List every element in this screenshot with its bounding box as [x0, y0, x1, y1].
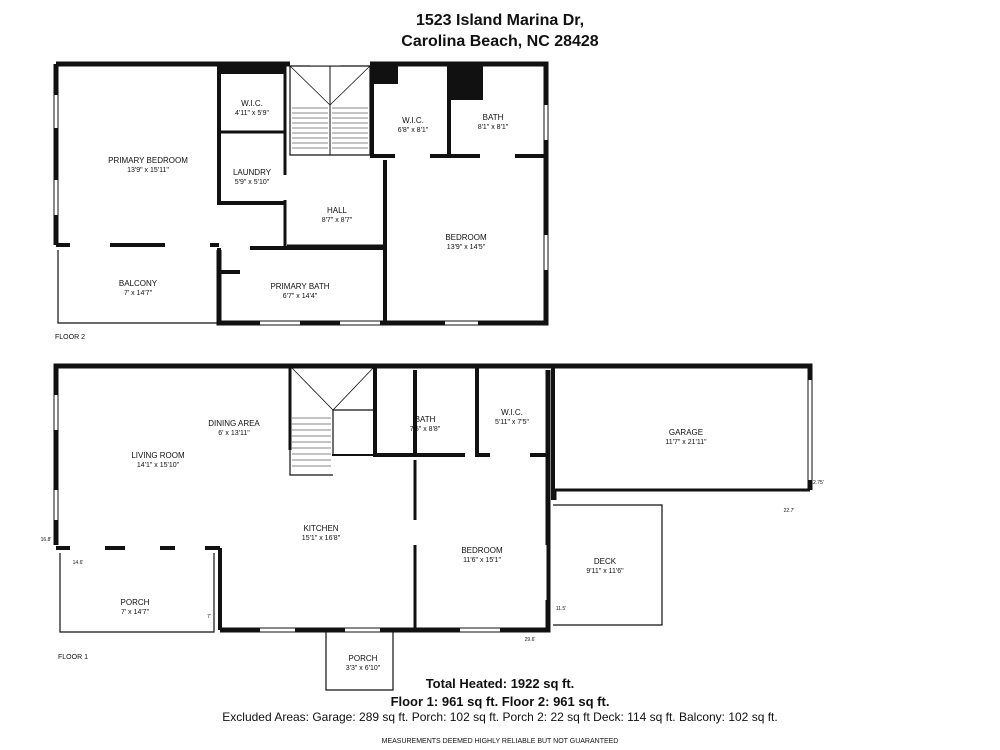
room-dims: 5'9" x 5'10": [235, 179, 270, 186]
disclaimer: MEASUREMENTS DEEMED HIGHLY RELIABLE BUT …: [381, 738, 619, 745]
room-dims: 8'7" x 8'7": [322, 217, 353, 224]
measure-label: 22.7': [784, 508, 795, 514]
room-dims: 15'1" x 16'8": [302, 535, 341, 542]
room-dims: 6'7" x 14'4": [283, 293, 318, 300]
address-line-1: 1523 Island Marina Dr,: [415, 12, 585, 29]
room-dims: 13'9" x 14'5": [447, 244, 486, 251]
room-name: W.I.C.: [501, 408, 523, 417]
floor-totals: Floor 1: 961 sq ft. Floor 2: 961 sq ft.: [390, 694, 610, 709]
floor-2-label: FLOOR 2: [55, 334, 85, 341]
room-dims: 14'1" x 15'10": [137, 462, 180, 469]
floor-1-label: FLOOR 1: [58, 654, 88, 661]
room-dims: 6'8" x 8'1": [398, 127, 429, 134]
room-name: BEDROOM: [461, 546, 503, 555]
measure-label: 11.5': [556, 606, 566, 612]
room-name: PORCH: [349, 654, 378, 663]
measure-label: 16.8': [41, 537, 52, 543]
room-name: DINING AREA: [208, 419, 260, 428]
floor-2-plan: [53, 61, 549, 326]
room-name: LAUNDRY: [233, 168, 272, 177]
room-dims: 6' x 13'11": [218, 430, 250, 437]
room-dims: 7' x 14'7": [121, 609, 150, 616]
room-dims: 11'6" x 15'1": [463, 557, 501, 564]
room-name: KITCHEN: [303, 524, 338, 533]
room-dims: 13'9" x 15'11": [127, 167, 169, 174]
room-dims: 4'11" x 5'9": [235, 110, 269, 117]
room-dims: 9'11" x 11'6": [586, 568, 624, 575]
room-name: PRIMARY BEDROOM: [108, 156, 188, 165]
total-heated: Total Heated: 1922 sq ft.: [425, 676, 575, 691]
excluded-areas: Excluded Areas: Garage: 289 sq ft. Porch…: [222, 710, 778, 724]
room-name: DECK: [594, 557, 617, 566]
room-name: W.I.C.: [402, 116, 424, 125]
measure-label: 14.6': [73, 560, 84, 566]
room-name: BEDROOM: [445, 233, 487, 242]
room-name: BATH: [415, 415, 436, 424]
room-name: BATH: [483, 113, 504, 122]
room-dims: 7' x 14'7": [124, 290, 153, 297]
room-name: PRIMARY BATH: [270, 282, 329, 291]
room-dims: 3'3" x 6'10": [346, 665, 381, 672]
measure-label: 7': [207, 614, 211, 620]
room-dims: 11'7" x 21'11": [665, 439, 707, 446]
measure-label: 29.6': [525, 637, 536, 643]
room-name: PORCH: [121, 598, 150, 607]
room-dims: 7'5" x 8'8": [410, 426, 441, 433]
address-line-2: Carolina Beach, NC 28428: [401, 33, 599, 50]
room-name: HALL: [327, 206, 348, 215]
room-dims: 5'11" x 7'5": [495, 419, 529, 426]
room-dims: 8'1" x 8'1": [478, 124, 509, 131]
room-name: W.I.C.: [241, 99, 263, 108]
room-name: BALCONY: [119, 279, 158, 288]
measure-label: 12.75': [810, 480, 824, 486]
room-name: GARAGE: [669, 428, 703, 437]
room-name: LIVING ROOM: [131, 451, 185, 460]
floor-1-plan: [53, 363, 813, 691]
